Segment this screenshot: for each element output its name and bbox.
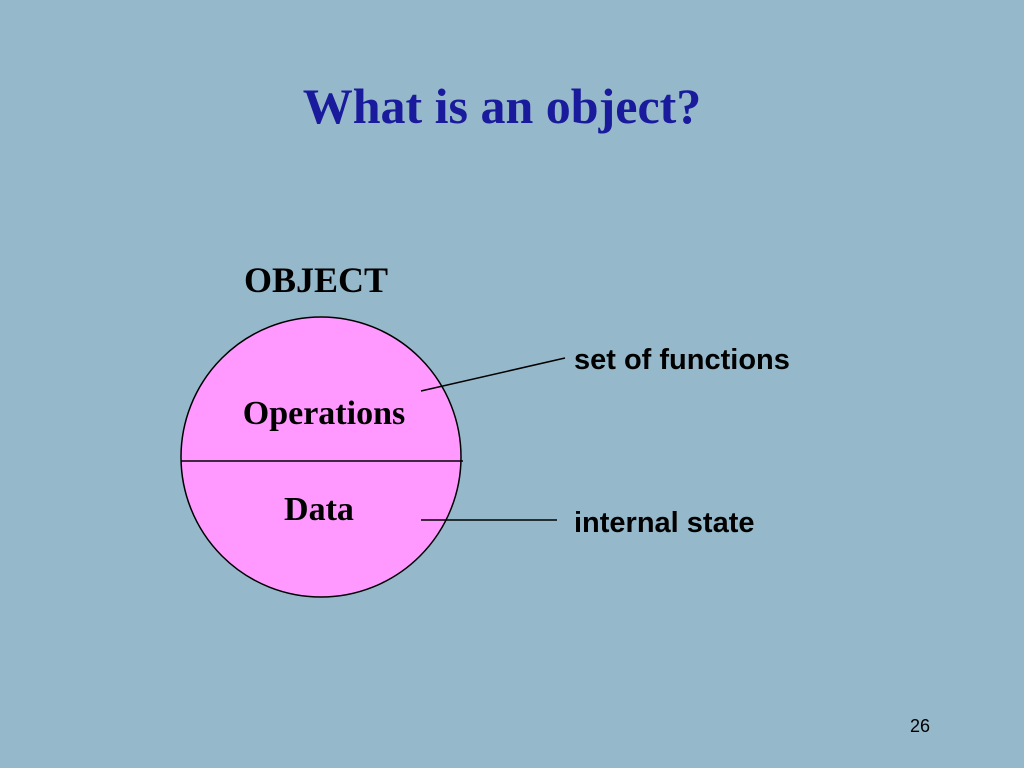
slide-title: What is an object?: [302, 78, 702, 134]
functions-connector-line: [420, 357, 566, 392]
data-label: Data: [284, 491, 354, 528]
set-of-functions-callout: set of functions: [574, 344, 790, 376]
operations-label: Operations: [243, 395, 405, 432]
object-circle: [180, 316, 462, 598]
internal-state-callout: internal state: [574, 507, 755, 539]
slide-number: 26: [909, 716, 931, 736]
object-label: OBJECT: [244, 260, 388, 300]
